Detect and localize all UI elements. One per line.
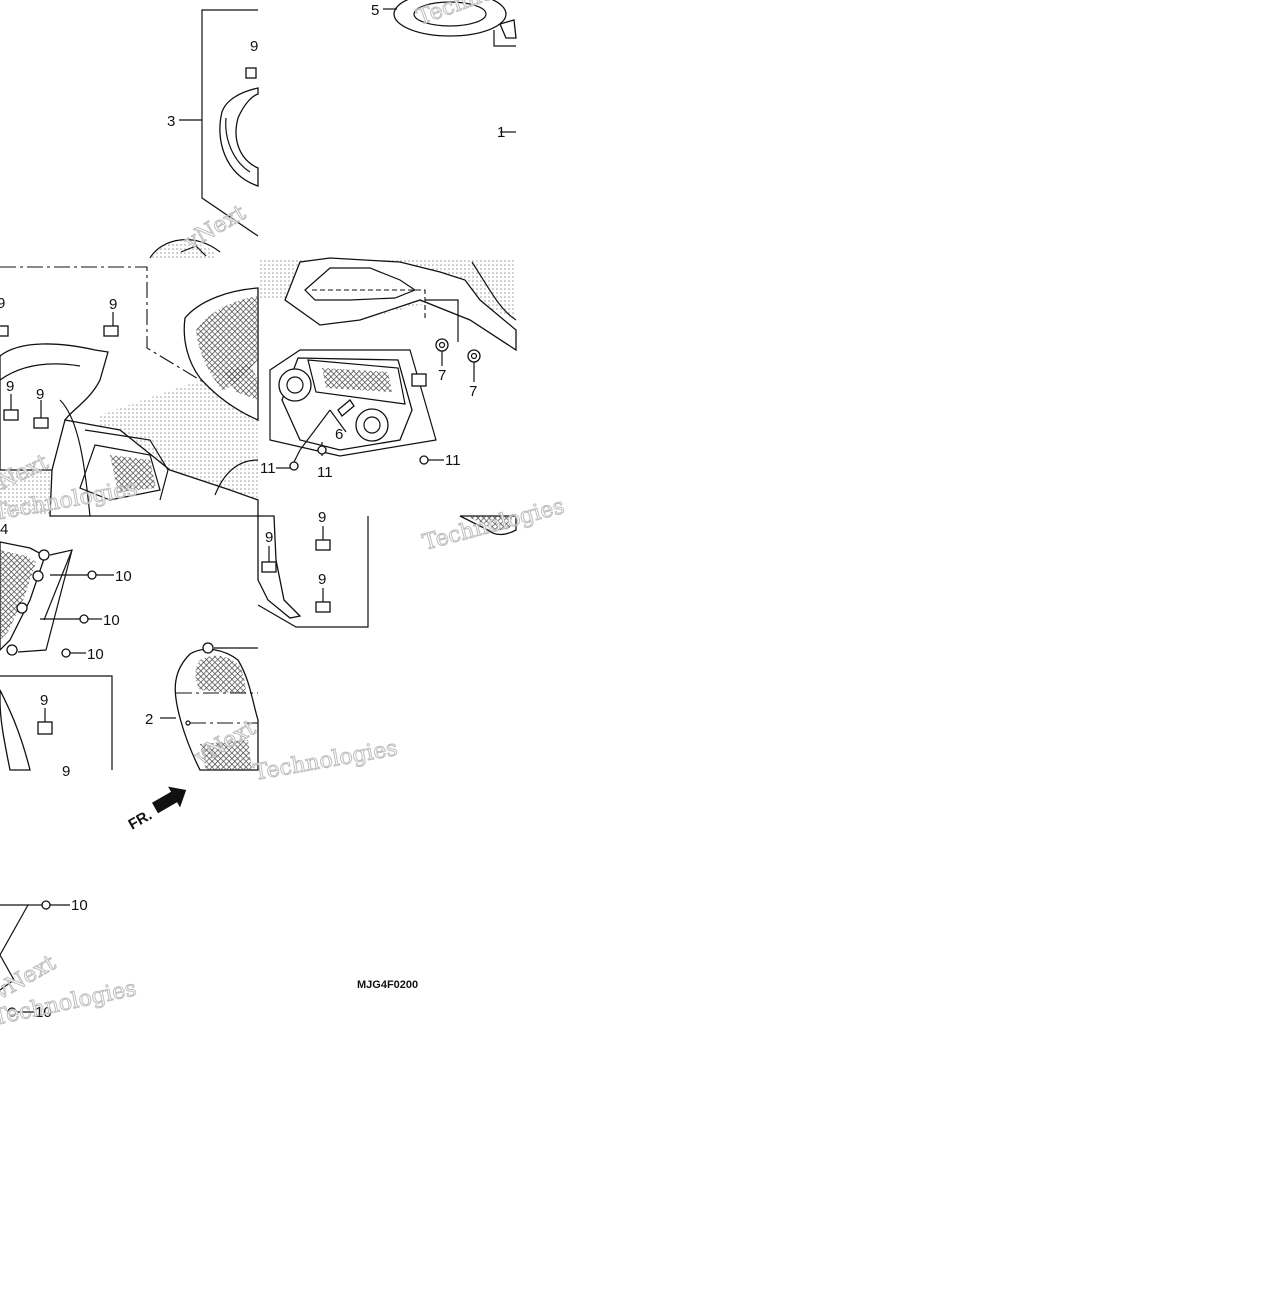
callout-9: 9 bbox=[62, 763, 70, 780]
screw-icon bbox=[87, 570, 97, 580]
svg-text:Technologies: Technologies bbox=[252, 736, 400, 786]
callout-9: 9 bbox=[40, 692, 48, 709]
callout-2: 2 bbox=[145, 711, 153, 728]
clip-icon bbox=[33, 417, 49, 429]
clip-icon bbox=[3, 409, 19, 421]
bulb-icon bbox=[337, 399, 355, 417]
screw-icon bbox=[61, 648, 71, 658]
screw-icon bbox=[419, 455, 429, 465]
callout-7: 7 bbox=[469, 383, 477, 400]
screw-icon bbox=[289, 461, 299, 471]
tile-side-covers bbox=[0, 541, 259, 771]
clip-icon bbox=[37, 721, 53, 735]
svg-text:Technologies: Technologies bbox=[420, 494, 567, 556]
tile-light-assembly bbox=[258, 257, 517, 471]
callout-9: 9 bbox=[265, 529, 273, 546]
callout-10: 10 bbox=[115, 568, 132, 585]
tile-inner-panel bbox=[0, 266, 259, 517]
screw-icon bbox=[317, 445, 327, 455]
tile-part-5 bbox=[383, 0, 517, 133]
clip-icon bbox=[315, 601, 331, 613]
callout-11: 11 bbox=[317, 464, 333, 481]
clip-icon bbox=[261, 561, 277, 573]
callout-10: 10 bbox=[103, 612, 120, 629]
callout-1: 1 bbox=[497, 124, 505, 141]
callout-11: 11 bbox=[260, 460, 276, 477]
callout-6: 6 bbox=[335, 426, 343, 443]
diagram-code: MJG4F0200 bbox=[357, 979, 418, 991]
clip-icon bbox=[315, 539, 331, 551]
tile-lower-frame bbox=[257, 515, 517, 628]
callout-10: 10 bbox=[87, 646, 104, 663]
callout-5: 5 bbox=[371, 2, 379, 19]
tile-lower-fragment bbox=[0, 900, 70, 1017]
callout-10: 10 bbox=[71, 897, 88, 914]
callout-3: 3 bbox=[167, 113, 175, 130]
callout-7: 7 bbox=[438, 367, 446, 384]
callout-9: 9 bbox=[318, 509, 326, 526]
screw-icon bbox=[41, 900, 51, 910]
clip-icon bbox=[0, 325, 9, 337]
svg-text:vNext: vNext bbox=[180, 200, 251, 255]
clip-icon bbox=[245, 67, 257, 79]
callout-labels: 5 9 3 1 9 9 9 9 7 7 6 11 11 11 9 9 9 4 1… bbox=[0, 2, 505, 1021]
tile-part-3 bbox=[149, 9, 259, 259]
front-direction-label: FR. bbox=[126, 807, 155, 834]
screw-icon bbox=[79, 614, 89, 624]
clip-icon bbox=[103, 325, 119, 337]
callout-9: 9 bbox=[318, 571, 326, 588]
callout-11: 11 bbox=[445, 452, 461, 469]
callout-9: 9 bbox=[109, 296, 117, 313]
grommet-icon bbox=[435, 338, 449, 352]
callout-9: 9 bbox=[250, 38, 258, 55]
front-direction-arrow bbox=[152, 786, 187, 814]
callout-4: 4 bbox=[0, 521, 8, 538]
grommet-icon bbox=[467, 349, 481, 363]
callout-10: 10 bbox=[35, 1004, 52, 1021]
callout-9: 9 bbox=[6, 378, 14, 395]
callout-9: 9 bbox=[0, 295, 5, 312]
callout-9: 9 bbox=[36, 386, 44, 403]
